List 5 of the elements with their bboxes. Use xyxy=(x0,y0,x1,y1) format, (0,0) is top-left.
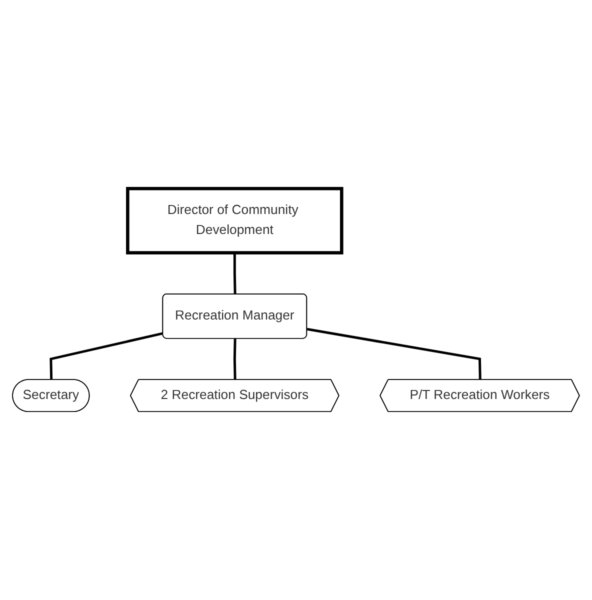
connector xyxy=(50,332,164,380)
connector xyxy=(306,328,482,380)
connector xyxy=(233,338,236,380)
connector xyxy=(233,252,236,294)
node-box: Director of Community Development xyxy=(126,186,344,254)
